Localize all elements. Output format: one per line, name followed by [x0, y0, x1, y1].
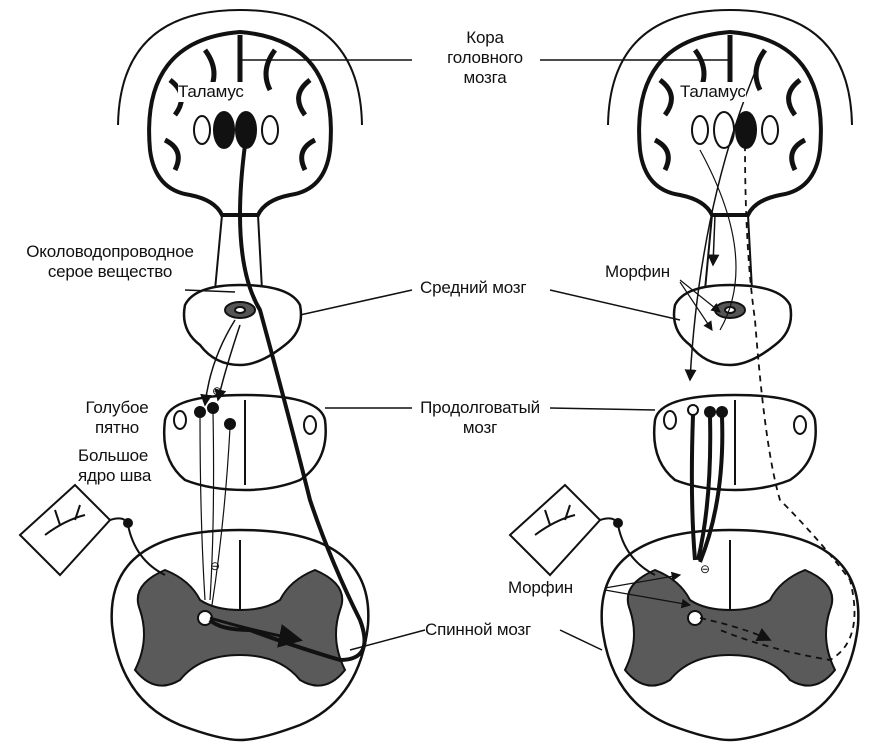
label-raphe: Большое ядро шва	[78, 446, 151, 486]
label-midbrain: Средний мозг	[420, 278, 526, 298]
label-raphe-line2: ядро шва	[78, 466, 151, 486]
label-morphine-lower: Морфин	[508, 578, 573, 598]
left-minus-medulla: ⊖	[212, 384, 222, 398]
left-midbrain	[184, 285, 301, 365]
label-locus-coeruleus: Голубое пятно	[72, 398, 162, 438]
label-thalamus-left: Таламус	[178, 82, 244, 102]
label-pag-line2: серое вещество	[10, 262, 210, 282]
right-minus-spinal: ⊖	[700, 562, 710, 576]
right-thalamus-l	[714, 112, 734, 148]
label-cortex-line3: мозга	[430, 68, 540, 88]
label-cortex: Кора головного мозга	[430, 28, 540, 88]
label-medulla-line2: мозг	[410, 418, 550, 438]
left-panel	[20, 10, 425, 740]
label-thalamus-right: Таламус	[680, 82, 746, 102]
label-pag-line1: Околоводопроводное	[10, 242, 210, 262]
label-cortex-line2: головного	[430, 48, 540, 68]
right-skin-patch	[510, 485, 600, 575]
label-cortex-line1: Кора	[430, 28, 540, 48]
left-thalamus-l	[214, 112, 234, 148]
label-locus-line1: Голубое	[72, 398, 162, 418]
label-morphine-upper: Морфин	[605, 262, 670, 282]
label-pag: Околоводопроводное серое вещество	[10, 242, 210, 282]
label-medulla: Продолговатый мозг	[410, 398, 550, 438]
label-medulla-line1: Продолговатый	[410, 398, 550, 418]
label-raphe-line1: Большое	[78, 446, 151, 466]
label-spinal-cord: Спинной мозг	[425, 620, 531, 640]
left-minus-spinal: ⊖	[210, 559, 220, 573]
label-locus-line2: пятно	[72, 418, 162, 438]
right-thalamus-r	[736, 112, 756, 148]
left-skin-patch	[20, 485, 110, 575]
right-panel	[510, 10, 858, 740]
left-thalamus-r	[236, 112, 256, 148]
